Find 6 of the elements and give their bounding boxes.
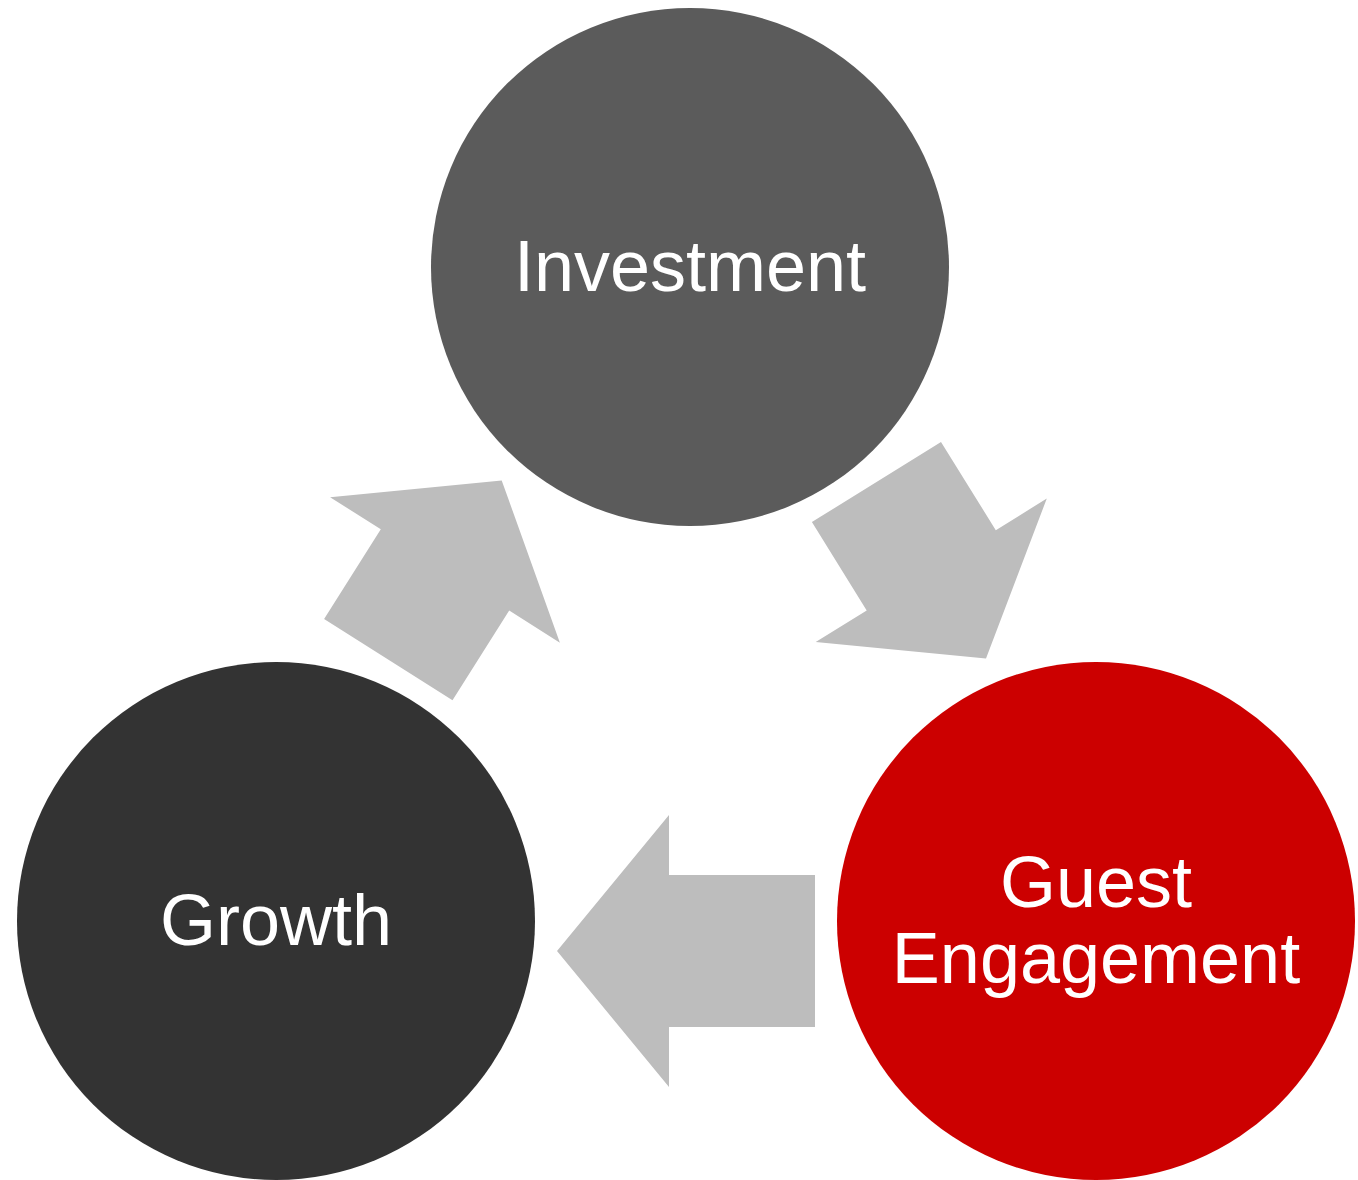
circle-label: Investment bbox=[513, 229, 867, 305]
circle-label: Growth bbox=[159, 883, 393, 959]
circle-label: Guest Engagement bbox=[890, 845, 1302, 997]
block-arrow bbox=[324, 480, 560, 701]
block-arrow bbox=[557, 815, 815, 1087]
block-arrow bbox=[811, 441, 1047, 659]
